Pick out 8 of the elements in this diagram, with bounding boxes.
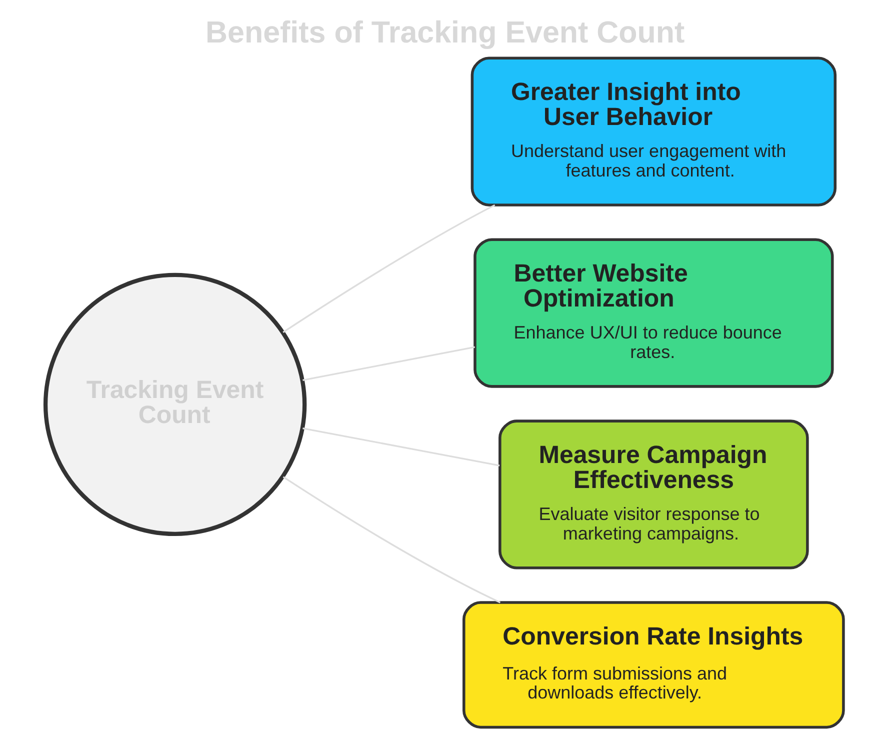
connector bbox=[302, 428, 500, 466]
connector bbox=[282, 476, 500, 604]
node-box: Measure Campaign Effectiveness Evaluate visitor response to marketing campaigns. bbox=[498, 420, 808, 570]
node-box: Better Website Optimization Enhance UX/UI to reduce bounce rates. bbox=[473, 238, 834, 388]
node-box: Conversion Rate Insights Track form submissions and downloads effectively. bbox=[462, 601, 844, 729]
node-box: Greater Insight into User Behavior Understand user engagement with features and content. bbox=[470, 56, 836, 206]
connector bbox=[282, 204, 495, 333]
connector bbox=[302, 346, 474, 381]
